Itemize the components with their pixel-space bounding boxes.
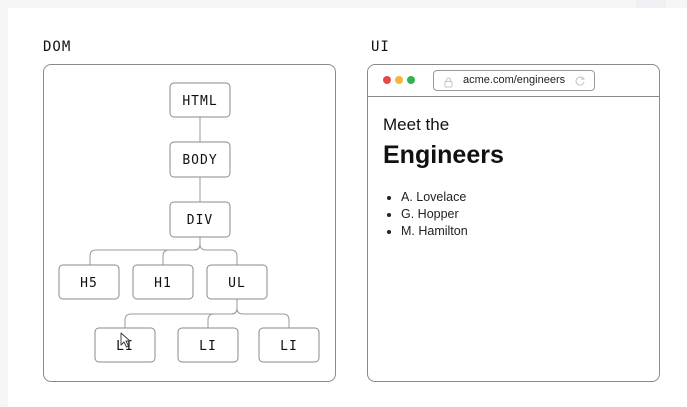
address-bar[interactable]: acme.com/engineers [433, 70, 595, 91]
list-item: M. Hamilton [401, 223, 468, 240]
page-heading: Engineers [383, 141, 504, 169]
corner-tab [636, 0, 666, 8]
edge-div-h5 [89, 237, 201, 265]
list-item: G. Hopper [401, 206, 468, 223]
node-li-2-label: LI [199, 339, 217, 354]
mouse-cursor-icon [120, 332, 131, 348]
node-li-1-label: LI [116, 339, 134, 354]
edge-div-ul [199, 237, 238, 265]
address-bar-url: acme.com/engineers [463, 74, 566, 86]
node-h5-label: H5 [80, 276, 98, 291]
node-ul-label: UL [228, 276, 246, 291]
node-li-3-label: LI [280, 339, 298, 354]
edge-ul-li2 [207, 299, 238, 328]
dom-section-label: DOM [43, 39, 72, 55]
node-div: DIV [169, 201, 231, 238]
close-window-dot[interactable] [383, 76, 391, 84]
browser-window: acme.com/engineers Meet the Engineers A.… [367, 64, 660, 382]
edge-div-h1 [162, 237, 201, 265]
reload-icon[interactable] [574, 74, 586, 92]
node-h5: H5 [58, 264, 120, 300]
minimize-window-dot[interactable] [395, 76, 403, 84]
node-ul: UL [206, 264, 268, 300]
node-li-2: LI [177, 327, 239, 363]
node-body: BODY [169, 141, 231, 178]
maximize-window-dot[interactable] [407, 76, 415, 84]
node-li-3: LI [258, 327, 320, 363]
node-body-label: BODY [182, 153, 217, 168]
node-h1-label: H1 [154, 276, 172, 291]
edge-ul-li3 [236, 299, 290, 328]
lock-icon [444, 75, 453, 93]
browser-toolbar: acme.com/engineers [368, 65, 659, 97]
node-html-label: HTML [182, 94, 217, 109]
ui-section-label: UI [371, 39, 390, 55]
node-div-label: DIV [187, 213, 213, 228]
intro-text: Meet the [383, 115, 450, 134]
engineers-list: A. Lovelace G. Hopper M. Hamilton [383, 189, 468, 240]
node-html: HTML [169, 82, 231, 118]
node-h1: H1 [132, 264, 194, 300]
list-item: A. Lovelace [401, 189, 468, 206]
